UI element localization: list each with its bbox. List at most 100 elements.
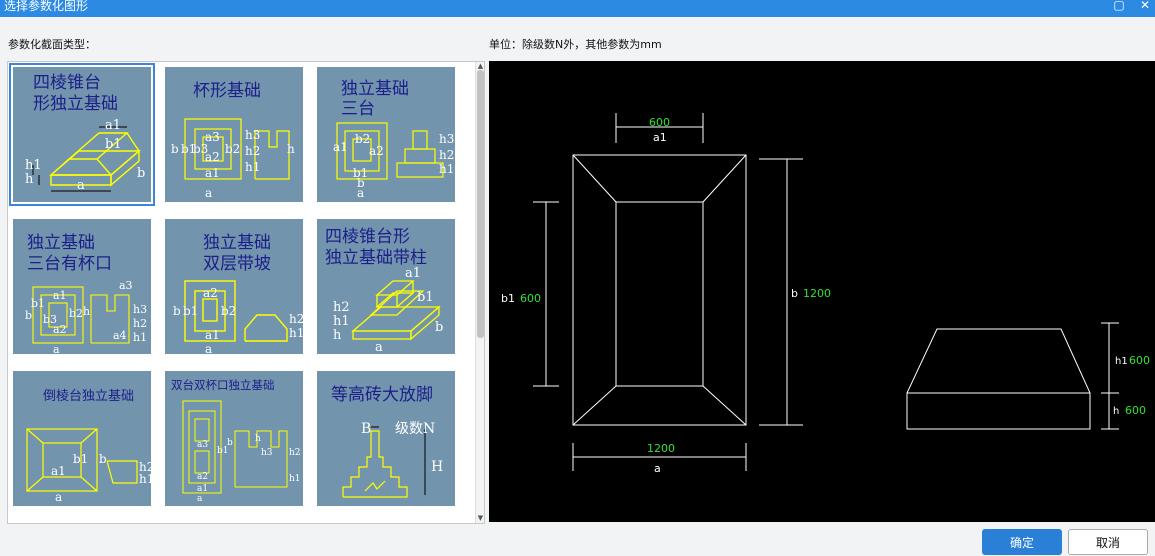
param-a: a — [53, 343, 60, 354]
dim-h1-label: h1 — [1115, 356, 1128, 367]
param-b: b — [435, 320, 443, 335]
tile-inverted-frustum-footing[interactable]: 倒棱台独立基础 a a1 b b1 h1 h2 — [9, 367, 155, 510]
param-a3: a3 — [205, 130, 220, 144]
param-h2: h2 — [439, 148, 454, 162]
param-b3: b3 — [43, 313, 57, 326]
param-h2: h2 — [289, 448, 301, 458]
tile-two-layer-slope-footing[interactable]: 独立基础 双层带坡 a a1 a2 b b1 b2 h1 h2 — [161, 215, 307, 358]
param-a1: a1 — [197, 484, 208, 494]
maximize-icon[interactable]: ▢ — [1113, 0, 1125, 12]
plan-view — [533, 113, 803, 471]
tile-three-step-footing[interactable]: 独立基础 三台 a a1 a2 b b1 b2 h1 h2 h3 — [313, 63, 459, 206]
gallery-scrollbar[interactable]: ▲ ▼ — [475, 62, 484, 523]
param-a: a — [55, 490, 62, 504]
cup-footing-icon: a a1 a2 a3 b b1 b2 b3 h h1 h2 h3 — [171, 118, 295, 200]
param-b2: b2 — [221, 304, 236, 318]
dim-a1-label: a1 — [653, 131, 667, 144]
tile-thumb: 独立基础 三台有杯口 a a1 a2 a3 a4 b b1 b2 b3 h — [13, 219, 151, 354]
tile-thumb: 双台双杯口独立基础 a a1 a2 a3 b b1 h h1 h2 — [165, 371, 303, 506]
tile-caption-l2: 独立基础带柱 — [325, 248, 427, 268]
param-b2: b2 — [225, 142, 240, 156]
tile-pyramid-frustum-footing[interactable]: 四棱锥台 形独立基础 a a1 b b1 — [9, 63, 155, 206]
param-h3: h3 — [133, 303, 147, 316]
pyramid-frustum-footing-icon: a a1 b b1 h h1 — [25, 118, 145, 193]
scroll-up-icon[interactable]: ▲ — [477, 62, 484, 70]
dim-h-label: h — [1113, 406, 1119, 417]
param-a: a — [77, 178, 85, 193]
param-b1: b1 — [217, 446, 229, 456]
param-h: h — [333, 328, 342, 343]
tile-double-cup-footing[interactable]: 双台双杯口独立基础 a a1 a2 a3 b b1 h h1 h2 — [161, 367, 307, 510]
two-layer-slope-footing-icon: a a1 a2 b b1 b2 h1 h2 — [173, 280, 303, 354]
tile-cup-footing[interactable]: 杯形基础 a a1 a2 a3 b b1 b2 b3 h h1 — [161, 63, 307, 206]
param-a2: a2 — [197, 472, 208, 482]
brick-footing-icon: B 级数N H — [342, 421, 443, 498]
tile-caption-l1: 独立基础 — [341, 79, 409, 99]
param-a3: a3 — [197, 440, 208, 450]
tile-pyramid-footing-column[interactable]: 四棱锥台形 独立基础带柱 a a1 b b1 h h1 h2 — [313, 215, 459, 358]
three-step-footing-icon: a a1 a2 b b1 b2 h1 h2 h3 — [333, 122, 454, 200]
param-h2: h2 — [139, 460, 151, 474]
tile-brick-footing[interactable]: 等高砖大放脚 B 级数N H — [313, 367, 459, 510]
param-b2: b2 — [355, 132, 370, 146]
tile-caption-l2: 双层带坡 — [203, 254, 271, 274]
unit-note-label: 单位：除级数N外，其他参数为mm — [489, 38, 662, 51]
param-h: h — [83, 305, 90, 318]
tile-caption-l1: 等高砖大放脚 — [331, 385, 433, 405]
param-B: B — [361, 421, 371, 437]
param-b1: b1 — [183, 304, 198, 318]
param-h1: h1 — [439, 162, 454, 176]
ok-button[interactable]: 确定 — [982, 529, 1062, 555]
scroll-down-icon[interactable]: ▼ — [477, 514, 484, 522]
param-b1: b1 — [353, 166, 368, 180]
param-b: b — [171, 142, 179, 156]
param-h1: h1 — [25, 158, 42, 173]
param-h1: h1 — [139, 472, 151, 486]
dim-b-label: b — [791, 287, 798, 300]
tile-thumb: 四棱锥台形 独立基础带柱 a a1 b b1 h h1 h2 — [317, 219, 455, 354]
scrollbar-thumb[interactable] — [477, 70, 484, 338]
param-b: b — [137, 166, 145, 181]
param-a: a — [197, 494, 203, 504]
param-a1: a1 — [105, 118, 121, 133]
dim-b-value: 1200 — [803, 287, 831, 300]
param-a3: a3 — [119, 279, 133, 292]
param-b: b — [99, 452, 107, 466]
param-a4: a4 — [113, 329, 127, 342]
cancel-button[interactable]: 取消 — [1068, 529, 1148, 555]
close-icon[interactable]: ✕ — [1139, 0, 1151, 12]
param-a2: a2 — [205, 150, 220, 164]
three-step-cup-footing-icon: a a1 a2 a3 a4 b b1 b2 b3 h h1 h2 h3 — [25, 279, 147, 354]
preview-canvas: 600 a1 b1 600 b 1200 1200 a h1 600 h 600 — [489, 61, 1155, 522]
dim-h-value: 600 — [1125, 404, 1146, 417]
param-a: a — [357, 186, 364, 200]
param-b: b — [227, 438, 233, 448]
param-b2: b2 — [69, 307, 83, 320]
title-bar: 选择参数化图形 ▢ ✕ — [0, 0, 1155, 17]
param-a: a — [205, 186, 212, 200]
param-a1: a1 — [205, 166, 220, 180]
param-a1: a1 — [53, 289, 67, 302]
param-a: a — [375, 340, 383, 354]
shape-gallery[interactable]: 四棱锥台 形独立基础 a a1 b b1 — [7, 61, 485, 524]
param-h2: h2 — [333, 300, 350, 315]
tile-caption-l1: 倒棱台独立基础 — [43, 389, 135, 404]
param-h1: h1 — [289, 326, 303, 340]
param-a1: a1 — [333, 140, 348, 154]
param-a1: a1 — [205, 328, 220, 342]
tile-caption-l1: 四棱锥台形 — [325, 227, 410, 247]
param-h1: h1 — [133, 331, 147, 344]
dim-b1-value: 600 — [520, 292, 541, 305]
param-h2: h2 — [289, 312, 303, 326]
param-h1: h1 — [289, 474, 301, 484]
dim-a1-value: 600 — [649, 116, 670, 129]
inverted-frustum-footing-icon: a a1 b b1 h1 h2 — [26, 428, 151, 504]
tile-three-step-cup-footing[interactable]: 独立基础 三台有杯口 a a1 a2 a3 a4 b b1 b2 b3 h — [9, 215, 155, 358]
param-h1: h1 — [333, 314, 350, 329]
param-a2: a2 — [369, 144, 384, 158]
tile-thumb: 杯形基础 a a1 a2 a3 b b1 b2 b3 h h1 — [165, 67, 303, 202]
tile-caption-l1: 双台双杯口独立基础 — [171, 378, 275, 392]
tile-thumb: 四棱锥台 形独立基础 a a1 b b1 — [13, 67, 151, 202]
param-h: h — [287, 142, 295, 156]
tile-caption-l2: 形独立基础 — [33, 94, 118, 114]
